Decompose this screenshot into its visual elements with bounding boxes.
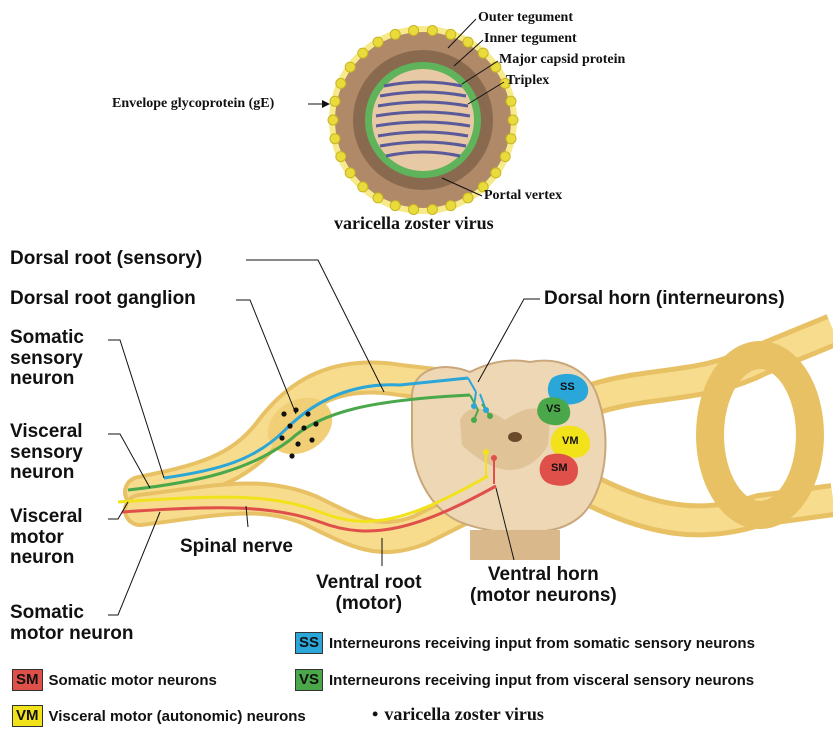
region-code-sm: SM <box>551 463 568 475</box>
legend-vm-swatch: VM <box>12 705 43 727</box>
glycoprotein-spike <box>358 182 368 192</box>
label-somatic-motor-neuron: Somatic motor neuron <box>10 603 134 644</box>
glycoprotein-spike <box>506 134 516 144</box>
label-dorsal-horn: Dorsal horn (interneurons) <box>544 289 785 310</box>
region-code-ss: SS <box>560 382 575 394</box>
glycoprotein-spike <box>330 134 340 144</box>
glycoprotein-spike <box>427 26 437 36</box>
label-envelope-glycoprotein: Envelope glycoprotein (gE) <box>112 96 274 112</box>
label-ventral-root: Ventral root (motor) <box>316 573 422 614</box>
glycoprotein-spike <box>345 62 355 72</box>
legend-ss-swatch: SS <box>295 632 323 654</box>
virus-illustration <box>328 26 518 215</box>
glycoprotein-spike <box>508 115 518 125</box>
glycoprotein-spike <box>500 152 510 162</box>
legend-vm-text: Visceral motor (autonomic) neurons <box>49 708 306 725</box>
glycoprotein-spike <box>478 48 488 58</box>
label-major-capsid: Major capsid protein <box>499 52 625 68</box>
legend-vs-text: Interneurons receiving input from viscer… <box>329 672 754 689</box>
glycoprotein-spike <box>463 37 473 47</box>
legend-dot-text: varicella zoster virus <box>384 704 544 725</box>
legend-sm-swatch: SM <box>12 669 43 691</box>
legend-dot-icon: • <box>372 704 378 725</box>
label-dorsal-root: Dorsal root (sensory) <box>10 249 202 270</box>
glycoprotein-spike <box>373 193 383 203</box>
legend-ss: SS Interneurons receiving input from som… <box>295 632 755 654</box>
glycoprotein-spike <box>328 115 338 125</box>
region-code-vs: VS <box>546 404 561 416</box>
glycoprotein-spike <box>409 26 419 36</box>
glycoprotein-spike <box>446 29 456 39</box>
label-ventral-horn: Ventral horn (motor neurons) <box>470 565 617 606</box>
central-canal <box>508 432 522 442</box>
spinal-cord-base <box>470 530 560 560</box>
label-visceral-motor-neuron: Visceral motor neuron <box>10 507 83 569</box>
legend-vs: VS Interneurons receiving input from vis… <box>295 669 754 691</box>
glycoprotein-spike <box>330 96 340 106</box>
label-portal-vertex: Portal vertex <box>484 188 562 204</box>
label-dorsal-root-ganglion: Dorsal root ganglion <box>10 289 196 310</box>
glycoprotein-spike <box>390 29 400 39</box>
label-somatic-sensory-neuron: Somatic sensory neuron <box>10 328 84 390</box>
glycoprotein-spike <box>463 193 473 203</box>
label-outer-tegument: Outer tegument <box>478 10 573 26</box>
spinal-nerve-illustration <box>118 330 833 560</box>
glycoprotein-spike <box>390 201 400 211</box>
glycoprotein-spike <box>345 168 355 178</box>
glycoprotein-spike <box>446 201 456 211</box>
right-spinal-nerve-loop <box>710 355 810 515</box>
glycoprotein-spike <box>506 96 516 106</box>
glycoprotein-spike <box>336 78 346 88</box>
legend-vm: VM Visceral motor (autonomic) neurons <box>12 705 306 727</box>
glycoprotein-spike <box>336 152 346 162</box>
label-spinal-nerve: Spinal nerve <box>180 537 293 558</box>
glycoprotein-spike <box>358 48 368 58</box>
legend-ss-text: Interneurons receiving input from somati… <box>329 635 755 652</box>
glycoprotein-spike <box>373 37 383 47</box>
label-visceral-sensory-neuron: Visceral sensory neuron <box>10 422 83 484</box>
virus-caption: varicella zoster virus <box>334 213 494 234</box>
region-code-vm: VM <box>562 436 579 448</box>
leader-somatic-sensory <box>108 340 164 478</box>
leader-somatic-motor <box>108 512 160 615</box>
legend-vs-swatch: VS <box>295 669 323 691</box>
envelope-arrow-icon <box>322 100 330 108</box>
legend-virus-dot: • varicella zoster virus <box>372 704 544 725</box>
label-inner-tegument: Inner tegument <box>484 31 577 47</box>
legend-sm: SM Somatic motor neurons <box>12 669 217 691</box>
legend-sm-text: Somatic motor neurons <box>49 672 217 689</box>
label-triplex: Triplex <box>506 73 549 89</box>
glycoprotein-spike <box>491 168 501 178</box>
